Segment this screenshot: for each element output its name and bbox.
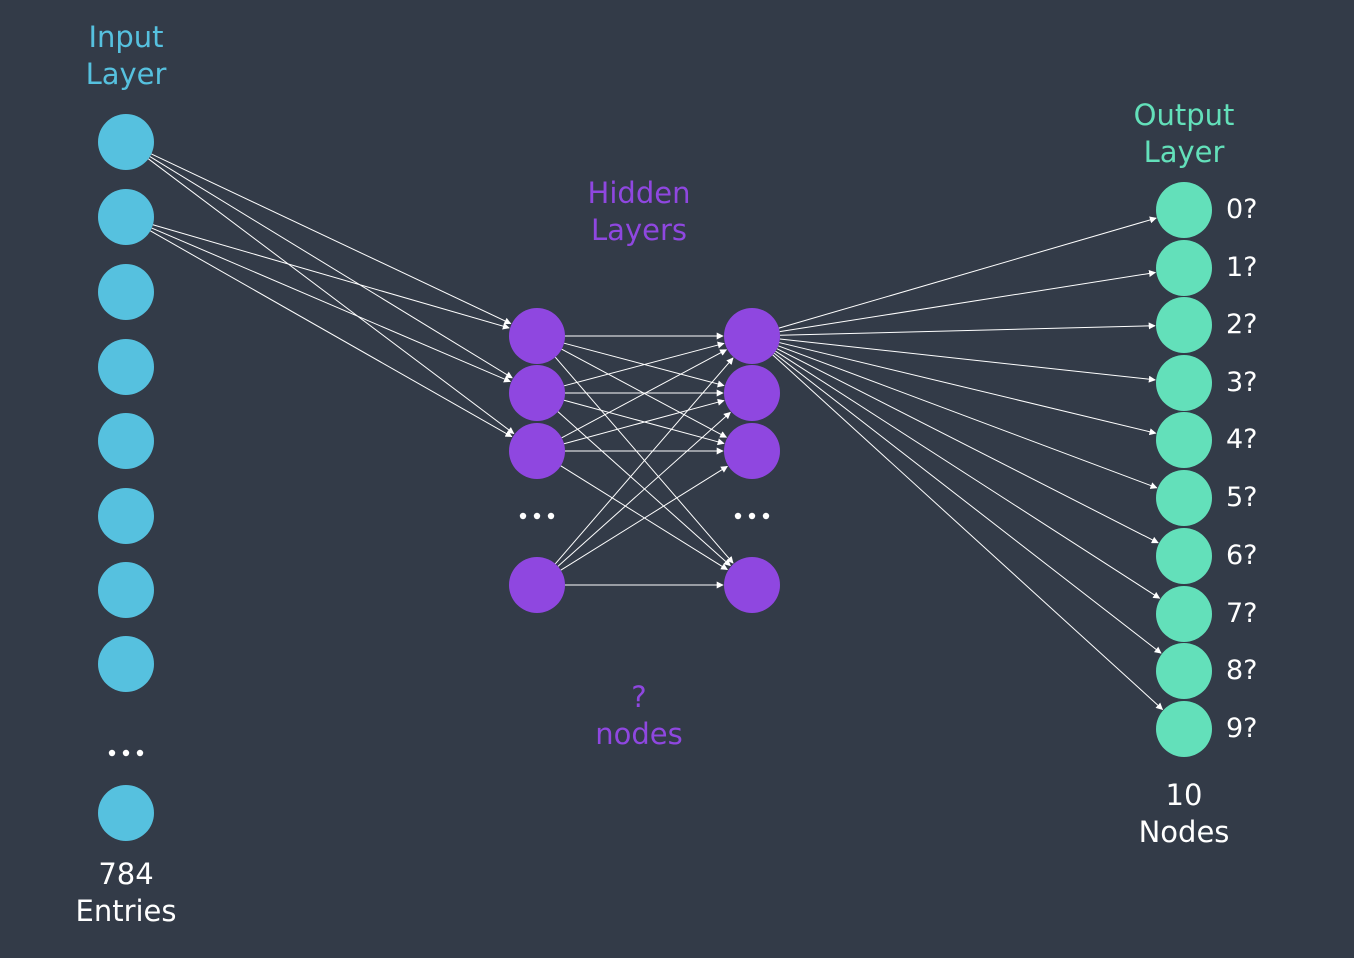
edge-input-to-hidden [151, 227, 511, 383]
input-ellipsis [108, 749, 144, 757]
edge-hidden-to-output [779, 342, 1157, 436]
input-layer-title-line2: Layer [85, 57, 167, 91]
input-node [98, 339, 154, 395]
hidden-nodes-count: ? [631, 680, 647, 714]
input-node [98, 488, 154, 544]
input-layer-count: 784 Entries [75, 856, 176, 930]
hidden-layers-title-line2: Layers [591, 213, 687, 247]
hidden-layer1-ellipsis [519, 512, 555, 520]
hidden-layers-title-line1: Hidden [587, 176, 691, 210]
output-node [1156, 470, 1212, 526]
output-node [1156, 297, 1212, 353]
hidden-layers-nodes: ? nodes [595, 679, 682, 753]
input-layer-title-line1: Input [88, 20, 164, 54]
hidden-layer1-node [509, 423, 565, 479]
input-node [98, 264, 154, 320]
edge-hidden-to-hidden [561, 349, 728, 439]
nodes [98, 114, 1212, 841]
hidden-layer1-node [509, 557, 565, 613]
output-layer-count: 10 Nodes [1139, 777, 1230, 851]
output-node-label: 3? [1226, 367, 1258, 398]
edge-hidden-to-output [776, 348, 1159, 544]
edge-hidden-to-output [775, 350, 1161, 599]
edge-hidden-to-hidden [560, 465, 728, 571]
hidden-layer1-node [509, 365, 565, 421]
input-node [98, 636, 154, 692]
output-layer-title-line1: Output [1133, 98, 1235, 132]
edge-hidden-to-hidden [563, 398, 725, 445]
hidden-layers-title: Hidden Layers [588, 175, 691, 249]
edge-input-to-hidden [150, 230, 513, 438]
output-node-label: 9? [1226, 713, 1258, 744]
output-node [1156, 586, 1212, 642]
hidden-layer2-node [724, 557, 780, 613]
output-node-label: 8? [1226, 655, 1258, 686]
connections [148, 153, 1164, 710]
edge-hidden-to-hidden [557, 411, 731, 567]
input-layer-title: Input Layer [86, 19, 167, 93]
output-node-label: 2? [1226, 309, 1258, 340]
ellipses [108, 512, 770, 757]
input-count-unit: Entries [75, 894, 177, 928]
output-node-label: 4? [1226, 424, 1258, 455]
output-node [1156, 355, 1212, 411]
output-layer-title: Output Layer [1134, 97, 1235, 171]
edge-hidden-to-output [773, 352, 1162, 654]
edge-input-to-hidden [151, 153, 512, 325]
edge-hidden-to-output [779, 338, 1156, 383]
output-count-unit: Nodes [1138, 815, 1230, 849]
input-node [98, 114, 154, 170]
output-node-label: 5? [1226, 482, 1258, 513]
hidden-layer2-node [724, 423, 780, 479]
hidden-nodes-unit: nodes [595, 717, 683, 751]
input-node [98, 413, 154, 469]
hidden-layer2-node [724, 365, 780, 421]
edge-hidden-to-hidden [554, 357, 734, 565]
edge-input-to-hidden [152, 224, 510, 330]
edge-hidden-to-hidden [563, 341, 725, 387]
output-layer-title-line2: Layer [1143, 135, 1225, 169]
edge-hidden-to-output [778, 216, 1157, 329]
output-count-number: 10 [1165, 778, 1203, 812]
output-node [1156, 240, 1212, 296]
output-node [1156, 643, 1212, 699]
edge-input-to-hidden [148, 158, 515, 434]
hidden-layer2-ellipsis [734, 512, 770, 520]
output-node [1156, 182, 1212, 238]
edge-input-to-hidden [149, 156, 513, 379]
output-node [1156, 528, 1212, 584]
output-node [1156, 412, 1212, 468]
input-node [98, 785, 154, 841]
output-node [1156, 701, 1212, 757]
output-node-label: 0? [1226, 194, 1258, 225]
input-count-number: 784 [98, 857, 154, 891]
hidden-layer1-node [509, 308, 565, 364]
edge-hidden-to-output [779, 270, 1157, 333]
output-node-label: 7? [1226, 598, 1258, 629]
hidden-layer2-node [724, 308, 780, 364]
edge-hidden-to-output [779, 322, 1156, 336]
output-node-label: 1? [1226, 252, 1258, 283]
input-node [98, 562, 154, 618]
output-node-label: 6? [1226, 540, 1258, 571]
input-node [98, 189, 154, 245]
edge-hidden-to-output [772, 354, 1164, 710]
edge-hidden-to-output [778, 345, 1158, 489]
